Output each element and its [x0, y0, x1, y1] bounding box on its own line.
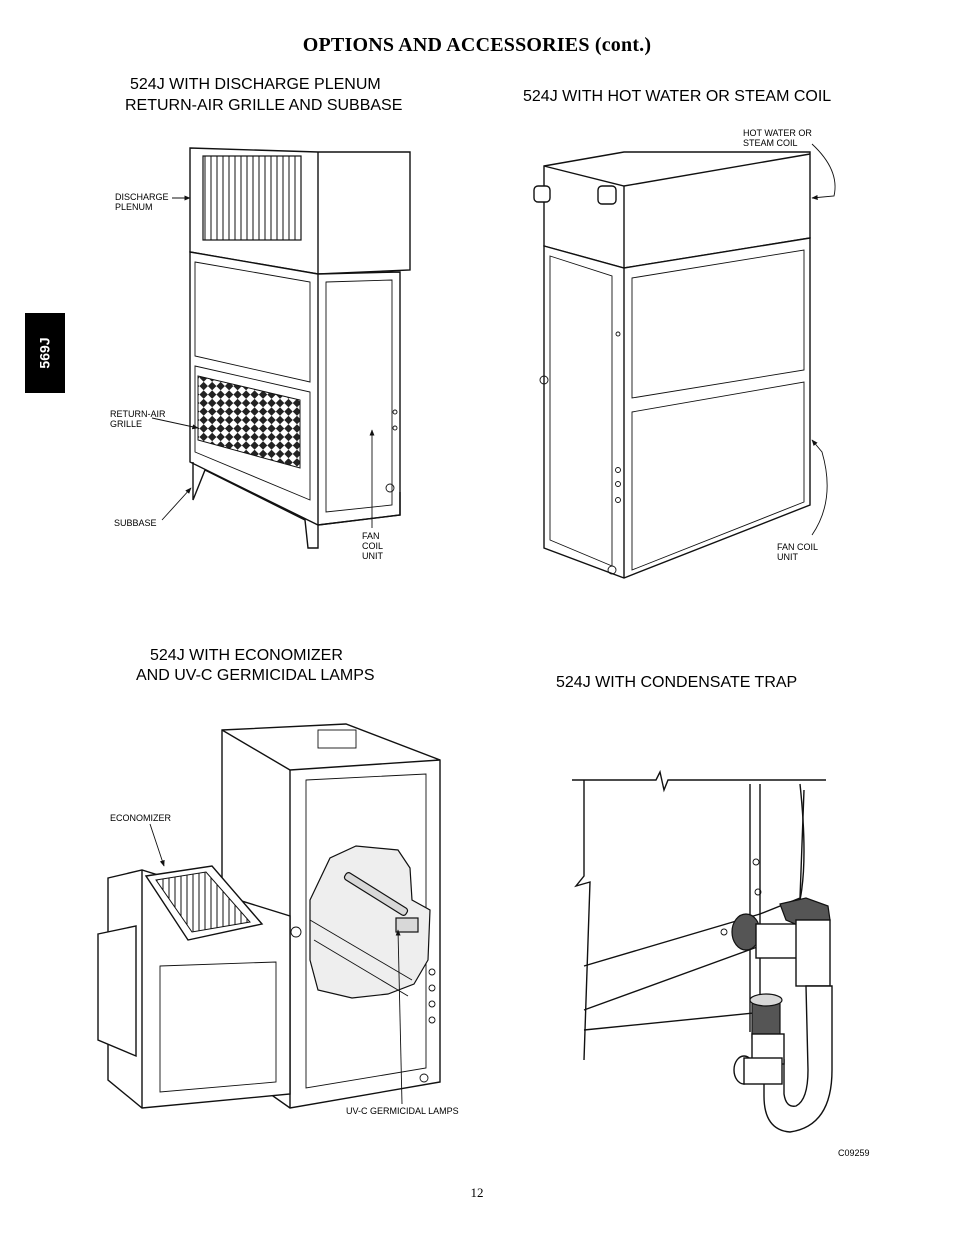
- economizer-unit-drawing: [97, 723, 441, 1109]
- callout-economizer: ECONOMIZER: [110, 813, 172, 823]
- page-title: OPTIONS AND ACCESSORIES (cont.): [302, 34, 652, 56]
- callout-hot-water-line2: STEAM COIL: [743, 138, 798, 148]
- figure-title-discharge-line1: 524J WITH DISCHARGE PLENUM: [130, 76, 381, 93]
- leader-hot-water-coil: [811, 143, 836, 200]
- leader-fan-coil: [811, 439, 828, 536]
- leader-return-air-grille: [151, 417, 199, 430]
- figure-title-economizer-line1: 524J WITH ECONOMIZER: [150, 647, 343, 664]
- leader-economizer: [149, 823, 165, 867]
- leader-uv-lamps: [395, 929, 403, 1105]
- condensate-trap-drawing: [572, 769, 833, 1133]
- hot-water-coil-unit-drawing: [533, 151, 811, 579]
- callout-uv-lamps: UV-C GERMICIDAL LAMPS: [346, 1106, 459, 1116]
- callout-return-air-grille-line1: RETURN-AIR: [110, 409, 166, 419]
- figure-title-hot-water: 524J WITH HOT WATER OR STEAM COIL: [523, 88, 832, 105]
- figure-code: C09259: [838, 1148, 870, 1158]
- callout-discharge-plenum-line2: PLENUM: [115, 202, 153, 212]
- callout-fan-coil-unit-line2: UNIT: [777, 552, 798, 562]
- discharge-plenum-unit-drawing: [189, 147, 411, 549]
- figure-title-condensate-trap: 524J WITH CONDENSATE TRAP: [556, 674, 798, 691]
- side-tab: 569J: [25, 313, 65, 393]
- callout-discharge-plenum-line1: DISCHARGE: [115, 192, 169, 202]
- figure-title-economizer-line2: AND UV-C GERMICIDAL LAMPS: [136, 667, 375, 684]
- figure-title-discharge-line2: RETURN-AIR GRILLE AND SUBBASE: [125, 97, 403, 114]
- callout-fan-coil-line3: UNIT: [362, 551, 383, 561]
- callout-fan-coil-line2: COIL: [362, 541, 384, 551]
- callout-return-air-grille-line2: GRILLE: [110, 419, 143, 429]
- callout-subbase: SUBBASE: [114, 518, 157, 528]
- callout-hot-water-line1: HOT WATER OR: [743, 128, 812, 138]
- callout-fan-coil-unit-line1: FAN COIL: [777, 542, 819, 552]
- callout-fan-coil-line1: FAN: [362, 531, 380, 541]
- page-number: 12: [470, 1185, 484, 1200]
- leader-subbase: [161, 487, 192, 521]
